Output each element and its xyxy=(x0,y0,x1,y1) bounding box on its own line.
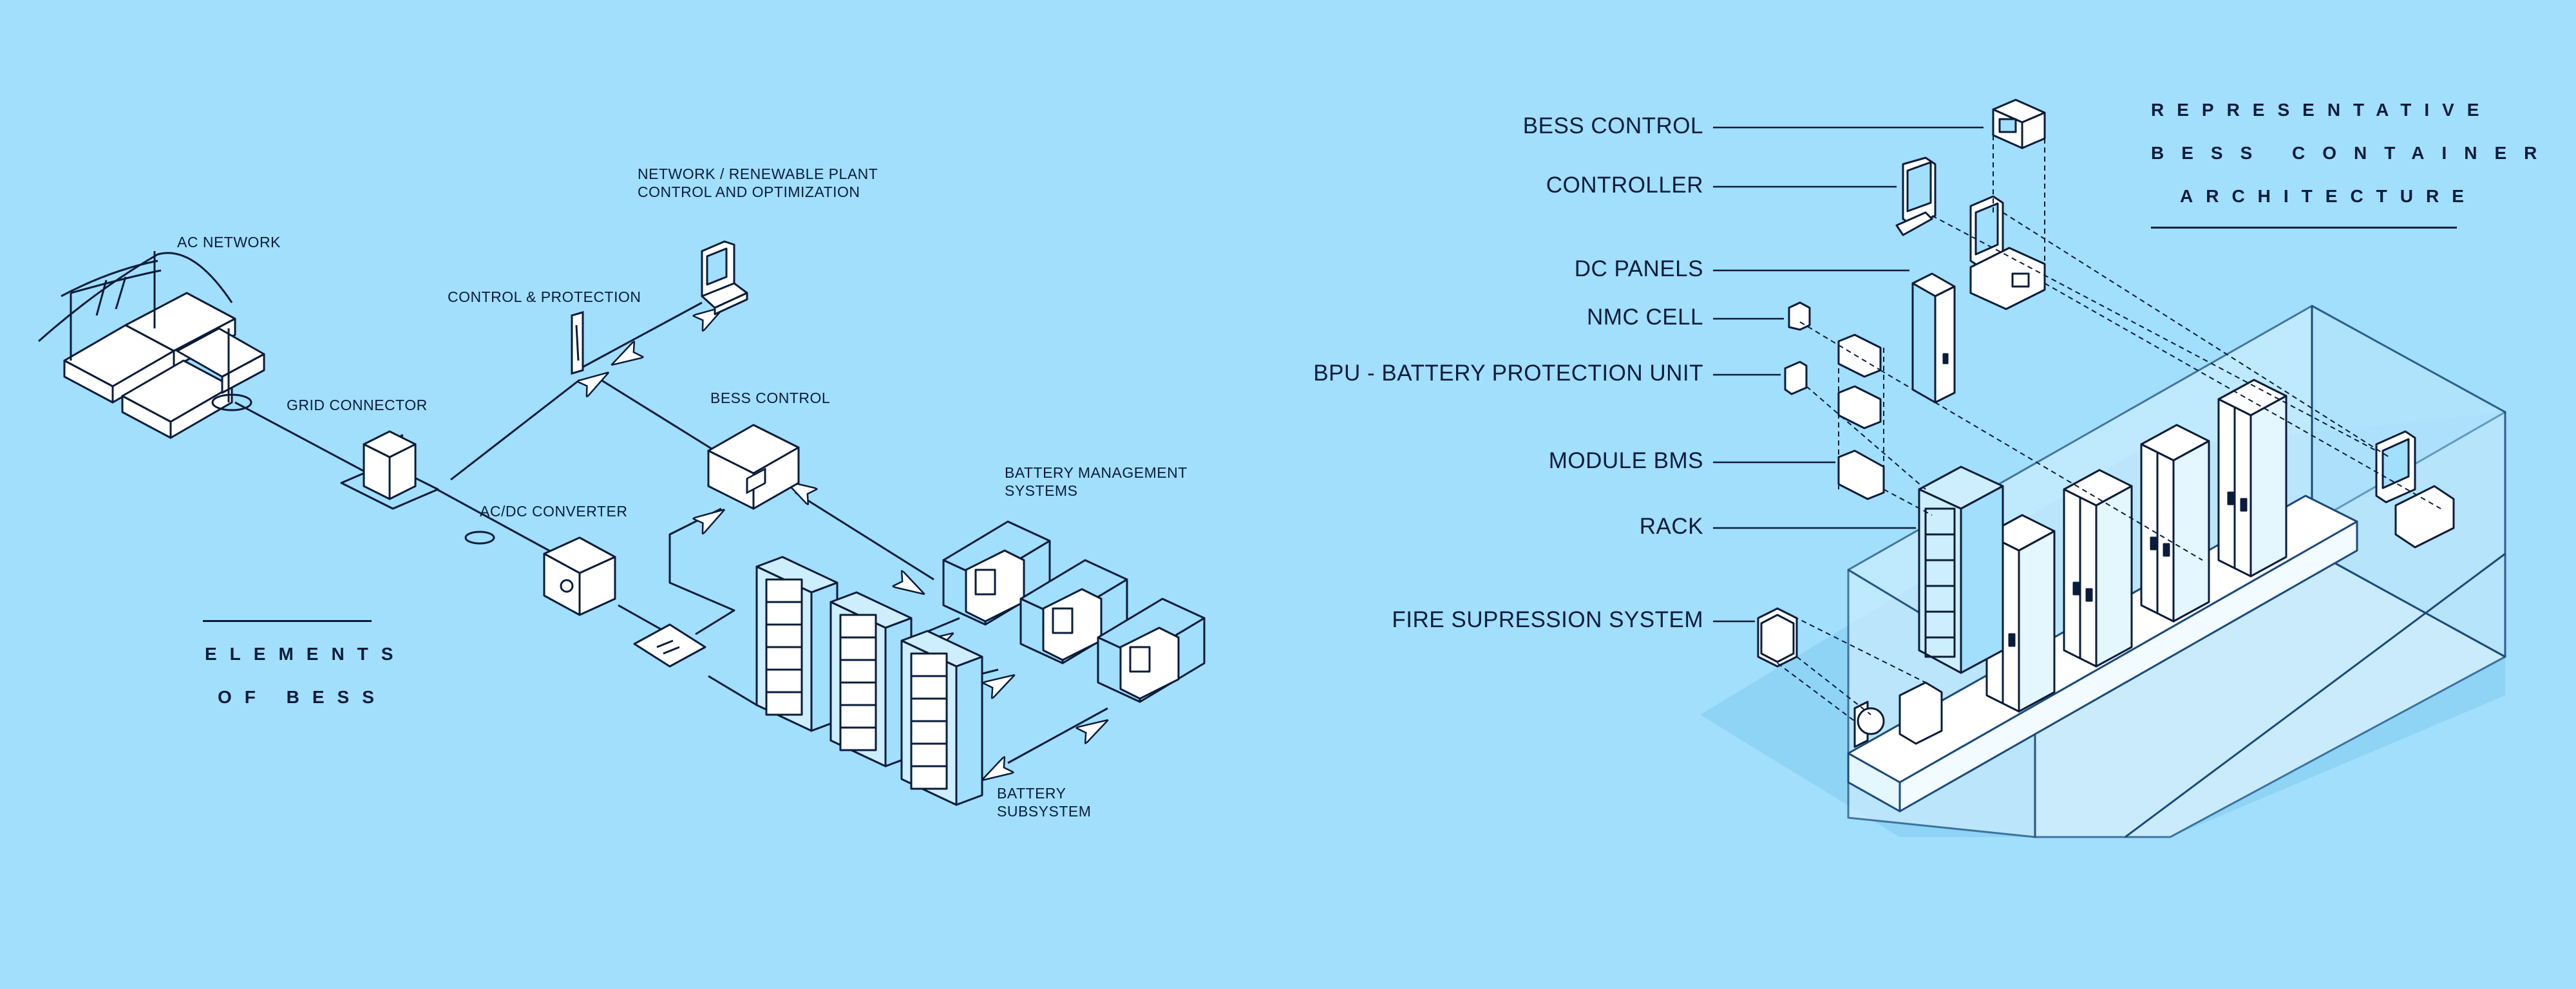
label-battery-subsystem: BATTERY SUBSYSTEM xyxy=(997,785,1092,820)
label-grid-connector: GRID CONNECTOR xyxy=(287,397,428,413)
label-acdc-converter: AC/DC CONVERTER xyxy=(480,503,628,520)
callout-fire-suppression: FIRE SUPRESSION SYSTEM xyxy=(1392,607,1703,632)
right-heading-line1: REPRESENTATIVE xyxy=(2151,100,2492,120)
callout-controller: CONTROLLER xyxy=(1546,173,1703,198)
callout-nmc-cell: NMC CELL xyxy=(1587,305,1703,330)
left-heading-line2: OF BESS xyxy=(218,687,387,707)
left-heading-line1: ELEMENTS xyxy=(205,644,406,664)
label-bms: BATTERY MANAGEMENT SYSTEMS xyxy=(1005,464,1188,499)
label-bess-control-left: BESS CONTROL xyxy=(710,390,831,406)
bess-control-box-icon xyxy=(707,424,800,510)
exploded-components xyxy=(1757,99,2046,668)
bms-units-icon xyxy=(942,520,1206,703)
network-control-terminal-icon xyxy=(701,240,748,316)
ac-network-icon xyxy=(38,251,265,439)
label-control-protection: CONTROL & PROTECTION xyxy=(448,288,641,305)
dc-switch-icon xyxy=(633,623,706,668)
container-cabinets xyxy=(1853,379,2455,748)
right-heading-line2: BESS CONTAINER xyxy=(2151,143,2555,163)
control-protection-icon xyxy=(571,310,584,375)
label-network-control: NETWORK / RENEWABLE PLANT CONTROL AND OP… xyxy=(638,165,878,200)
left-heading-rule xyxy=(203,620,372,622)
acdc-converter-icon xyxy=(543,536,616,616)
right-heading-rule xyxy=(2151,227,2457,229)
callout-bpu: BPU - BATTERY PROTECTION UNIT xyxy=(1313,361,1703,386)
grid-connector-icon xyxy=(340,430,495,545)
callout-bess-control: BESS CONTROL xyxy=(1522,113,1703,138)
callout-module-bms: MODULE BMS xyxy=(1548,448,1703,473)
right-heading-line3: ARCHITECTURE xyxy=(2180,186,2477,206)
callout-rack: RACK xyxy=(1639,514,1703,539)
battery-subsystem-icon xyxy=(755,556,983,806)
label-ac-network: AC NETWORK xyxy=(177,234,281,250)
callout-dc-panels: DC PANELS xyxy=(1574,256,1703,281)
